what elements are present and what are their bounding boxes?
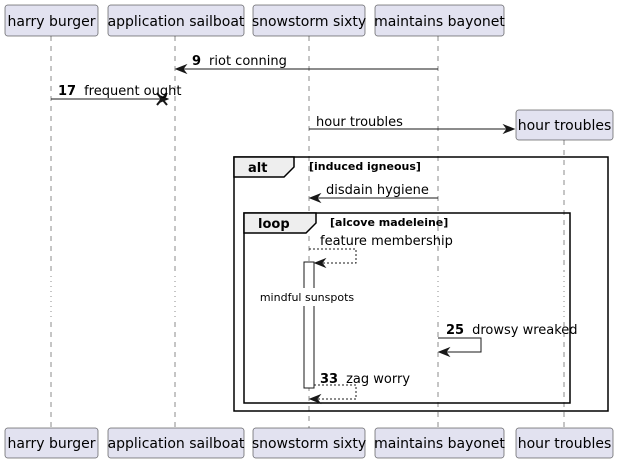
message-number: 9 (192, 54, 201, 69)
arrowhead (174, 63, 188, 75)
message-number: 17 (58, 84, 76, 99)
participant-harry-burger-bottom[interactable]: harry burger (4, 427, 99, 459)
participant-hour-troubles-created[interactable]: hour troubles (515, 109, 614, 141)
alt-fragment-label: alt (248, 161, 267, 176)
message-drowsy-wreaked: 25 drowsy wreaked (437, 321, 578, 358)
delay-text: mindful sunspots (260, 291, 355, 304)
message-label: drowsy wreaked (472, 323, 577, 338)
arrowhead (437, 346, 451, 358)
arrowhead (502, 123, 516, 135)
message-number: 33 (320, 372, 338, 387)
message-label: hour troubles (316, 115, 403, 130)
svg-text:17 frequent ought: 17 frequent ought (58, 82, 181, 99)
message-label: frequent ought (84, 84, 181, 99)
participant-hour-troubles-bottom[interactable]: hour troubles (515, 427, 614, 459)
message-number: 25 (446, 323, 464, 338)
lifelines (50, 36, 565, 428)
message-label: feature membership (320, 234, 453, 249)
svg-text:9 riot conning: 9 riot conning (192, 52, 287, 69)
participant-label: hour troubles (518, 118, 612, 134)
message-feature-membership: feature membership (309, 234, 453, 269)
participant-label: harry burger (8, 14, 96, 30)
participant-label: hour troubles (518, 436, 612, 452)
participant-label: snowstorm sixty (252, 436, 366, 452)
loop-fragment-tab (243, 212, 317, 234)
participant-label: maintains bayonet (374, 436, 505, 452)
arrowhead (308, 393, 322, 405)
message-zag-worry: 33 zag worry (308, 370, 410, 405)
message-label: zag worry (346, 372, 410, 387)
participant-label: maintains bayonet (374, 14, 505, 30)
alt-fragment-guard: [induced igneous] (309, 160, 421, 173)
arrowhead (313, 257, 327, 269)
participant-label: application sailboat (108, 14, 245, 30)
participant-snowstorm-sixty-bottom[interactable]: snowstorm sixty (252, 427, 366, 459)
loop-fragment-guard: [alcove madeleine] (330, 216, 448, 229)
message-disdain-hygiene: disdain hygiene (308, 183, 438, 204)
svg-text:33 zag worry: 33 zag worry (320, 370, 410, 387)
svg-text:25 drowsy wreaked: 25 drowsy wreaked (446, 321, 578, 338)
loop-fragment-label: loop (258, 217, 290, 232)
delay-background (262, 288, 352, 306)
message-frequent-ought: 17 frequent ought (51, 82, 181, 106)
message-label: riot conning (209, 54, 287, 69)
participant-maintains-bayonet-top[interactable]: maintains bayonet (374, 4, 505, 37)
loop-fragment: loop [alcove madeleine] (243, 212, 571, 404)
participant-harry-burger-top[interactable]: harry burger (4, 4, 99, 37)
participant-snowstorm-sixty-top[interactable]: snowstorm sixty (252, 4, 366, 37)
destroy-icon-stroke (156, 92, 168, 106)
alt-fragment-tab (233, 156, 295, 178)
participant-maintains-bayonet-bottom[interactable]: maintains bayonet (374, 427, 505, 459)
participant-application-sailboat-top[interactable]: application sailboat (108, 4, 245, 37)
participant-label: application sailboat (108, 436, 245, 452)
participant-label: snowstorm sixty (252, 14, 366, 30)
arrowhead (308, 192, 322, 204)
message-hour-troubles-create: hour troubles (309, 115, 516, 135)
message-label: disdain hygiene (326, 183, 429, 198)
alt-fragment: alt [induced igneous] (233, 156, 609, 412)
participant-label: harry burger (8, 436, 96, 452)
activation-bar (303, 261, 315, 389)
participant-application-sailboat-bottom[interactable]: application sailboat (108, 427, 245, 459)
message-riot-conning: 9 riot conning (174, 52, 438, 75)
